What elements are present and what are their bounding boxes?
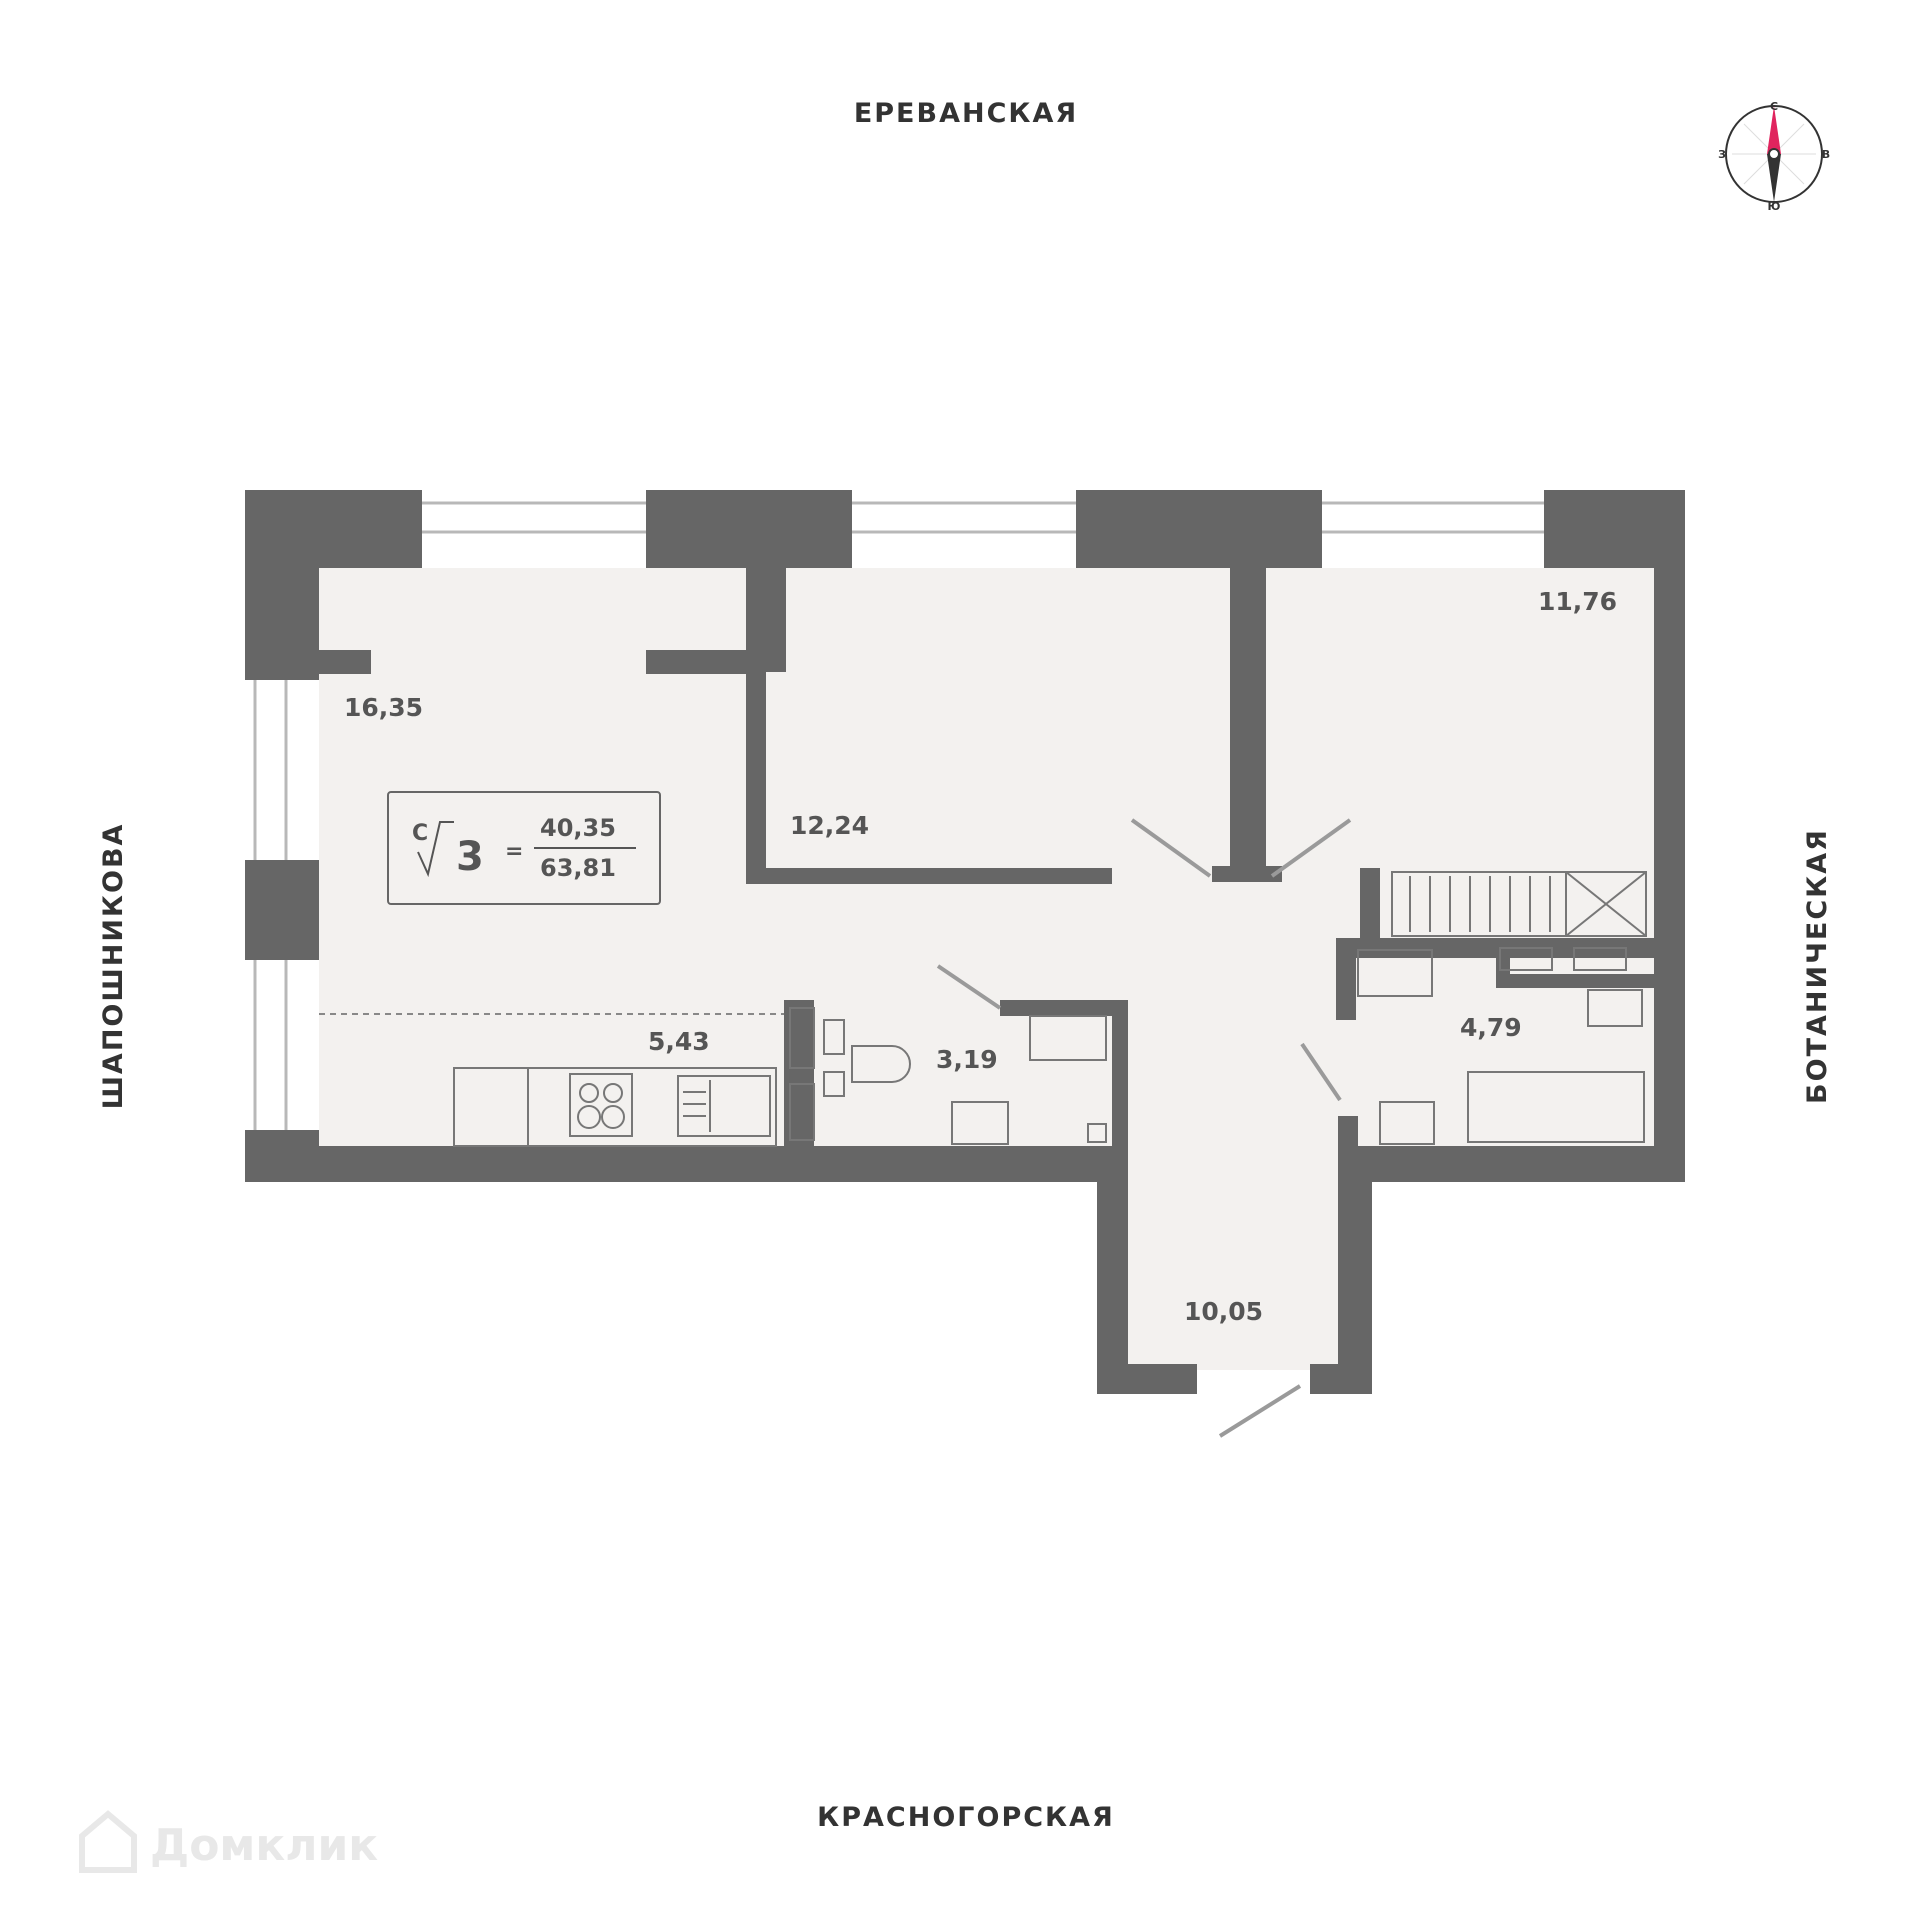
windows: [253, 501, 1544, 1130]
compass-west: З: [1718, 148, 1726, 161]
badge-equals: =: [505, 839, 523, 864]
compass-south: Ю: [1768, 200, 1781, 213]
compass-north: С: [1770, 100, 1778, 113]
house-icon: [79, 1810, 137, 1873]
street-east: БОТАНИЧЕСКАЯ: [1802, 828, 1833, 1104]
bathroom-furniture: [1357, 871, 1647, 1145]
door-swings: [936, 818, 1352, 1438]
street-north: ЕРЕВАНСКАЯ: [854, 98, 1078, 129]
kitchen-furniture: [453, 1067, 777, 1147]
street-south: КРАСНОГОРСКАЯ: [817, 1802, 1115, 1833]
badge-total-area: 63,81: [540, 854, 616, 882]
room-area-hallway: 10,05: [1184, 1297, 1263, 1326]
watermark: Домклик: [79, 1810, 378, 1873]
compass-needle-north: [1767, 106, 1781, 154]
room-area-toilet: 3,19: [936, 1045, 998, 1074]
toilet-furniture: [789, 1007, 1107, 1145]
area-badge: С 3 = 40,35 63,81: [387, 791, 661, 905]
room-area-kitchen: 5,43: [648, 1027, 710, 1056]
compass-icon: С Ю З В: [1718, 100, 1830, 213]
watermark-text: Домклик: [150, 1820, 378, 1871]
room-area-bedroom-middle: 12,24: [790, 811, 869, 840]
compass-east: В: [1822, 148, 1830, 161]
room-area-living: 16,35: [344, 693, 423, 722]
room-area-bathroom: 4,79: [1460, 1013, 1522, 1042]
street-west: ШАПОШНИКОВА: [98, 823, 129, 1110]
badge-prefix: С: [412, 821, 428, 846]
badge-living-area: 40,35: [540, 814, 616, 842]
badge-rooms: 3: [456, 834, 484, 880]
floor-area: [319, 568, 1654, 1370]
compass-needle-south: [1767, 154, 1781, 202]
room-area-bedroom-right: 11,76: [1538, 587, 1617, 616]
